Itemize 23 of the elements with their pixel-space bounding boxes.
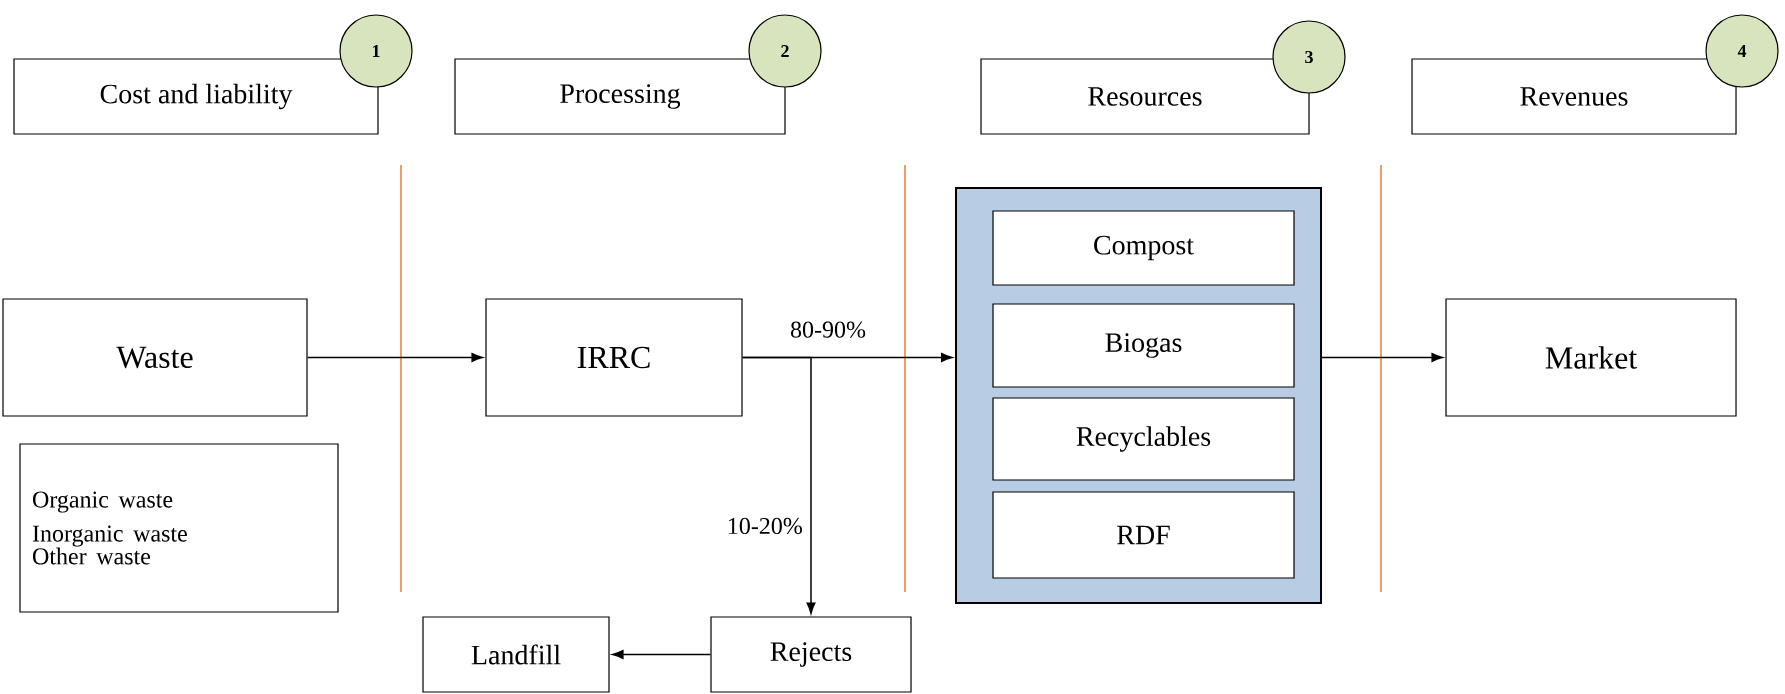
process-box: IRRC [485, 298, 743, 417]
step-number: 3 [1272, 20, 1346, 94]
arrow [612, 650, 712, 659]
step-number: 4 [1705, 14, 1779, 88]
step-number: 1 [339, 14, 413, 88]
header-box: Cost and liability [13, 58, 379, 135]
arrow [1321, 353, 1443, 362]
header-box: Processing [454, 58, 786, 135]
process-box: Market [1445, 298, 1737, 417]
edge-label: 80-90% [790, 321, 866, 338]
edge-label: 10-20% [728, 517, 802, 535]
process-box: Rejects [710, 616, 912, 693]
resource-box: Biogas [992, 303, 1295, 388]
process-box: Waste [2, 298, 308, 417]
header-box: Revenues [1411, 58, 1737, 135]
arrow [741, 356, 816, 614]
resource-box: RDF [992, 491, 1295, 579]
process-box: Landfill [422, 616, 610, 693]
arrow [306, 353, 483, 362]
resource-box: Recyclables [992, 397, 1295, 481]
resource-box: Compost [992, 210, 1295, 286]
list-box: Organic waste Inorganic waste Other waste [19, 443, 339, 613]
step-number: 2 [748, 14, 822, 88]
